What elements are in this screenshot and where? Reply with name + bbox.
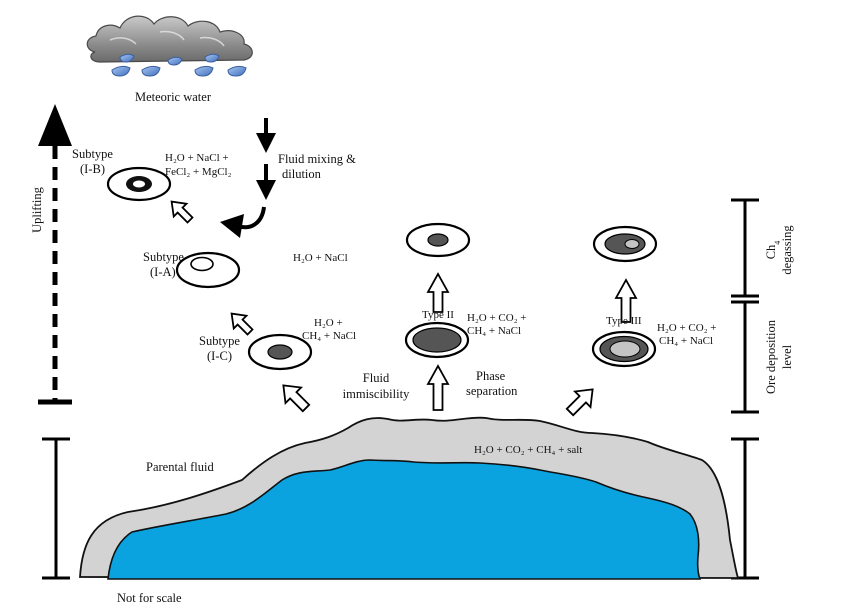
subtype-ic-label-1: Subtype (199, 334, 240, 348)
subtype-ia-inclusion (175, 251, 241, 289)
hollow-arrow-parental-to-type-iii (565, 388, 594, 417)
type-iii-composition-1: H₂O + CO₂ + (657, 322, 717, 334)
subtype-ic-inclusion (247, 333, 313, 371)
type-iii-composition-2: CH₄ + NaCl (659, 335, 713, 347)
rain-cloud-icon (86, 15, 253, 63)
ore-deposition-label-2: level (780, 344, 794, 369)
parental-fluid-body (79, 416, 740, 580)
fluid-mixing-arrows (220, 118, 276, 238)
rain-drops (111, 53, 247, 77)
parental-composition: H₂O + CO₂ + CH₄ + salt (474, 444, 582, 456)
hollow-arrow-type-iii-up (614, 278, 638, 323)
phase-separation-label-2: separation (466, 384, 518, 398)
fluid-immiscibility-label-1: Fluid (363, 371, 390, 385)
hollow-arrow-type-ii-up (426, 272, 450, 313)
subtype-ia-composition: H₂O + NaCl (293, 252, 348, 264)
subtype-ib-inclusion (106, 166, 172, 202)
type-ii-upper-inclusion (405, 222, 471, 258)
type-ii-lower-inclusion (404, 321, 470, 359)
fluid-mixing-label-2: dilution (282, 167, 322, 181)
ch4-label: Ch4 (764, 241, 782, 260)
left-scale-bracket (42, 437, 70, 580)
hollow-arrow-ia-to-ib (170, 200, 194, 224)
hollow-arrow-ic-to-ia (230, 312, 254, 336)
parental-fluid-label: Parental fluid (146, 460, 214, 474)
uplifting-arrow (38, 104, 72, 405)
type-iii-upper-inclusion (592, 225, 658, 263)
degassing-label: degassing (780, 225, 794, 275)
phase-separation-label-1: Phase (476, 369, 506, 383)
uplifting-label: Uplifting (30, 186, 44, 233)
subtype-ib-composition-2: FeCl₂ + MgCl₂ (165, 166, 232, 178)
subtype-ia-label-1: Subtype (143, 250, 184, 264)
subtype-ib-label-2: (I-B) (80, 162, 105, 176)
type-iii-label: Type III (606, 315, 642, 327)
type-ii-composition-2: CH₄ + NaCl (467, 325, 521, 337)
subtype-ic-label-2: (I-C) (207, 349, 232, 363)
subtype-ic-composition-1: H₂O + (314, 317, 343, 329)
meteoric-water-label: Meteoric water (135, 90, 212, 104)
hollow-arrow-parental-to-ic (282, 384, 311, 413)
hollow-arrow-parental-to-type-ii (426, 364, 450, 411)
subtype-ic-composition-2: CH₄ + NaCl (302, 330, 356, 342)
type-ii-composition-1: H₂O + CO₂ + (467, 312, 527, 324)
type-iii-lower-inclusion (591, 330, 657, 368)
type-ii-label: Type II (422, 309, 454, 321)
ore-deposition-label-1: Ore deposition (764, 319, 778, 394)
subtype-ib-label-1: Subtype (72, 147, 113, 161)
subtype-ia-label-2: (I-A) (150, 265, 176, 279)
right-scale-brackets (731, 198, 759, 580)
fluid-mixing-label-1: Fluid mixing & (278, 152, 356, 166)
fluid-immiscibility-label-2: immiscibility (343, 387, 410, 401)
subtype-ib-composition-1: H₂O + NaCl + (165, 152, 229, 164)
not-for-scale-label: Not for scale (117, 591, 182, 605)
